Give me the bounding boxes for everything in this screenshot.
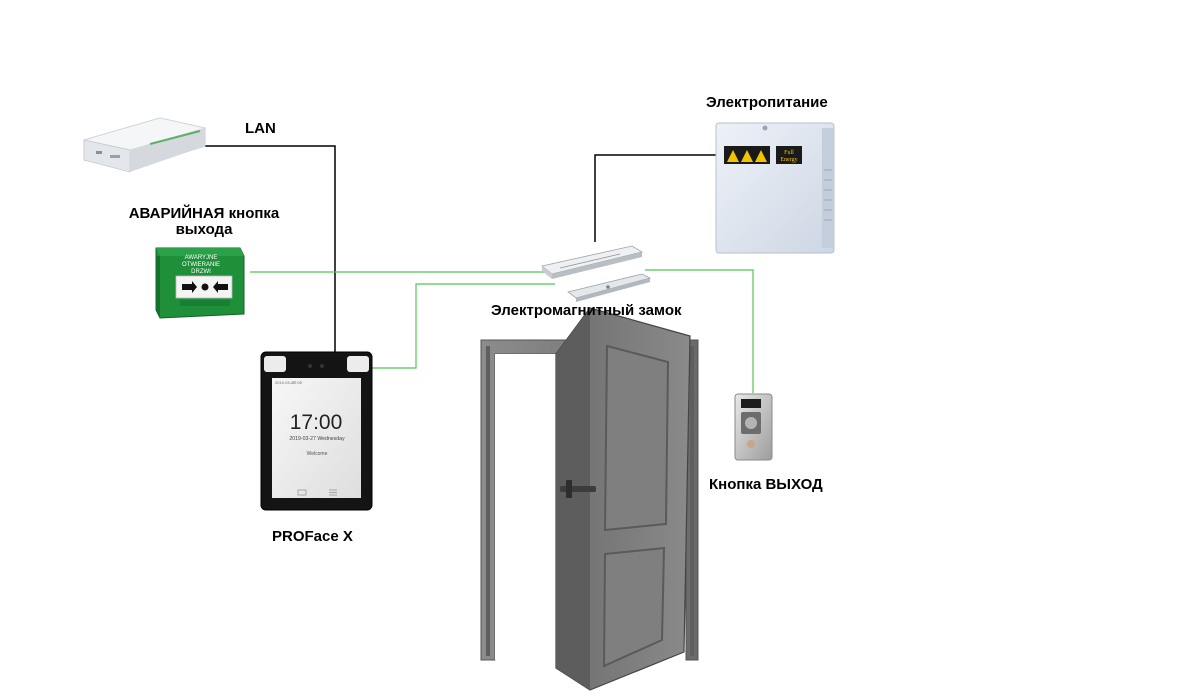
door-lower-panel [602,546,666,668]
exit-button [734,393,773,461]
power-supply-label: Электропитание [706,94,828,111]
psu-brand-line2: Energy [780,157,797,163]
door [480,307,699,691]
camera-icon [320,364,324,368]
screen-date: 2019-03-27 Wednesday [289,436,345,442]
reader-label: PROFace X [272,528,353,545]
screen-greeting: Welcome [307,451,328,457]
screen-time: 17:00 [290,411,343,434]
center-dot-icon [201,283,209,291]
power-cable [594,154,722,242]
reader-lock-wire [372,283,555,369]
lan-label: LAN [245,120,276,137]
emergency-panel-line2: OTWIERANIE [182,262,220,268]
warning-triangle-icon [727,150,739,162]
keyboard-icon [297,489,307,496]
emergency-panel-line1: AWARYJNE [185,255,218,261]
emergency-panel-line3: DRZWI [191,269,211,275]
device-screen [272,378,361,498]
network-switch [83,117,206,173]
door-upper-panel [603,344,670,532]
warning-triangle-icon [741,150,753,162]
power-supply: Full Energy [715,122,835,254]
arrow-left-icon [213,281,228,293]
hand-icon [745,417,757,429]
lan-cable [205,145,336,352]
emergency-exit-button: AWARYJNE OTWIERANIE DRZWI [155,247,245,319]
electromagnetic-lock [541,245,652,302]
emergency-label-line2: выхода [175,221,233,238]
door-handle[interactable] [560,486,596,492]
face-reader-device: 2019-03-27 17:00 17:00 2019-03-27 Wednes… [260,351,373,511]
wires [205,145,754,393]
arrow-right-icon [182,281,197,293]
camera-icon [308,364,312,368]
psu-brand-line1: Full [784,150,794,156]
lock-label: Электромагнитный замок [491,302,682,319]
screen-status-time: 17:00 [292,380,303,385]
screen-status-date: 2019-03-27 [275,380,296,385]
exit-button-label: Кнопка ВЫХОД [709,476,823,493]
emergency-button-label: АВАРИЙНАЯ кнопка выхода [106,206,302,238]
warning-triangle-icon [755,150,767,162]
exit-button-wire [645,269,754,393]
emergency-label-line1: АВАРИЙНАЯ кнопка [128,205,280,222]
